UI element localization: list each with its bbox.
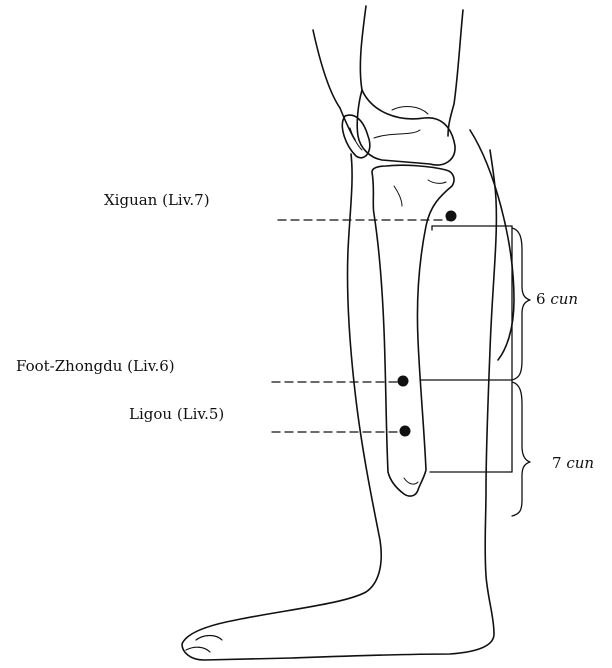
measurement-lines <box>420 226 512 472</box>
acupoint-dot-ligou <box>400 426 411 437</box>
measurement-label-7-cun: 7 cun <box>552 456 594 471</box>
measurement-number: 6 <box>536 290 546 308</box>
measurement-braces <box>512 228 530 516</box>
acupoint-dot-xiguan <box>446 211 457 222</box>
label-foot-zhongdu: Foot-Zhongdu (Liv.6) <box>16 359 175 374</box>
label-xiguan: Xiguan (Liv.7) <box>104 193 210 208</box>
acupoint-dots <box>398 211 457 437</box>
measurement-label-6-cun: 6 cun <box>536 292 578 307</box>
knee-joint <box>357 90 455 165</box>
tibia-outline <box>372 165 454 496</box>
label-ligou: Ligou (Liv.5) <box>129 407 224 422</box>
measurement-unit: cun <box>550 290 578 308</box>
leg-outline <box>182 130 514 660</box>
acupoint-dot-foot-zhongdu <box>398 376 409 387</box>
measurement-unit: cun <box>566 454 594 472</box>
femur-outline <box>313 6 463 140</box>
leader-lines <box>272 220 450 432</box>
measurement-number: 7 <box>552 454 562 472</box>
